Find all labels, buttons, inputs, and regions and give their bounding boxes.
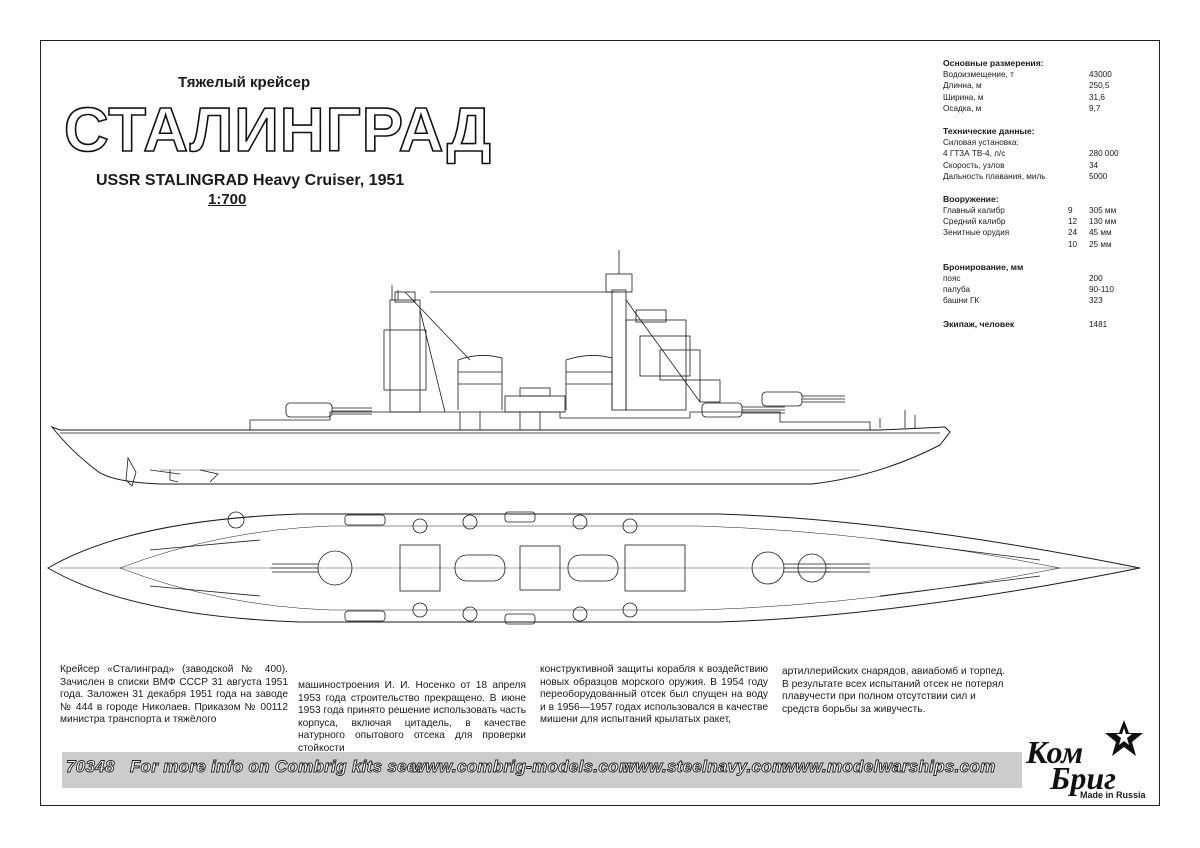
- description-column-2: машиностроения И. И. Носенко от 18 апрел…: [298, 680, 526, 754]
- logo-line-1: Ком: [1026, 734, 1084, 770]
- combrig-link[interactable]: www.combrig-models.com: [412, 757, 635, 777]
- steelnavy-link[interactable]: www.steelnavy.com: [622, 757, 788, 777]
- made-in-russia: Made in Russia: [1080, 790, 1146, 800]
- description-column-4: артиллерийских снарядов, авиабомб и торп…: [782, 666, 1005, 715]
- armor-heading: Бронирование, мм: [943, 261, 1024, 272]
- top-view-drawing: [47, 511, 1141, 625]
- description-column-1: Крейсер «Сталинград» (заводской № 400). …: [60, 664, 288, 726]
- star-icon: [1105, 720, 1143, 756]
- info-banner: 70348 For more info on Combrig kits see:…: [62, 752, 1022, 788]
- ship-type-subtitle: Тяжелый крейсер: [178, 74, 311, 91]
- page-frame: [40, 40, 1160, 806]
- english-title: USSR STALINGRAD Heavy Cruiser, 1951: [96, 172, 405, 189]
- dimensions-heading: Основные размерения:: [943, 58, 1044, 68]
- modelwarships-link[interactable]: www.modelwarships.com: [782, 757, 996, 777]
- ship-name-title: СТАЛИНГРАД: [63, 96, 492, 165]
- side-profile-drawing: [50, 250, 951, 487]
- spec-row: Силовая установка:: [943, 138, 1019, 148]
- ship-drawings: [47, 250, 1141, 625]
- combrig-logo: Ком Бриг: [1020, 716, 1160, 806]
- kit-code: 70348: [66, 757, 115, 777]
- armament-heading: Вооружение:: [943, 193, 999, 204]
- description-column-3: конструктивной защиты корабля к воздейст…: [540, 664, 768, 726]
- technical-heading: Технические данные:: [943, 125, 1035, 136]
- logo-line-2: Бриг: [1050, 760, 1116, 796]
- banner-text: For more info on Combrig kits see:: [130, 757, 423, 777]
- scale-label: 1:700: [208, 191, 247, 208]
